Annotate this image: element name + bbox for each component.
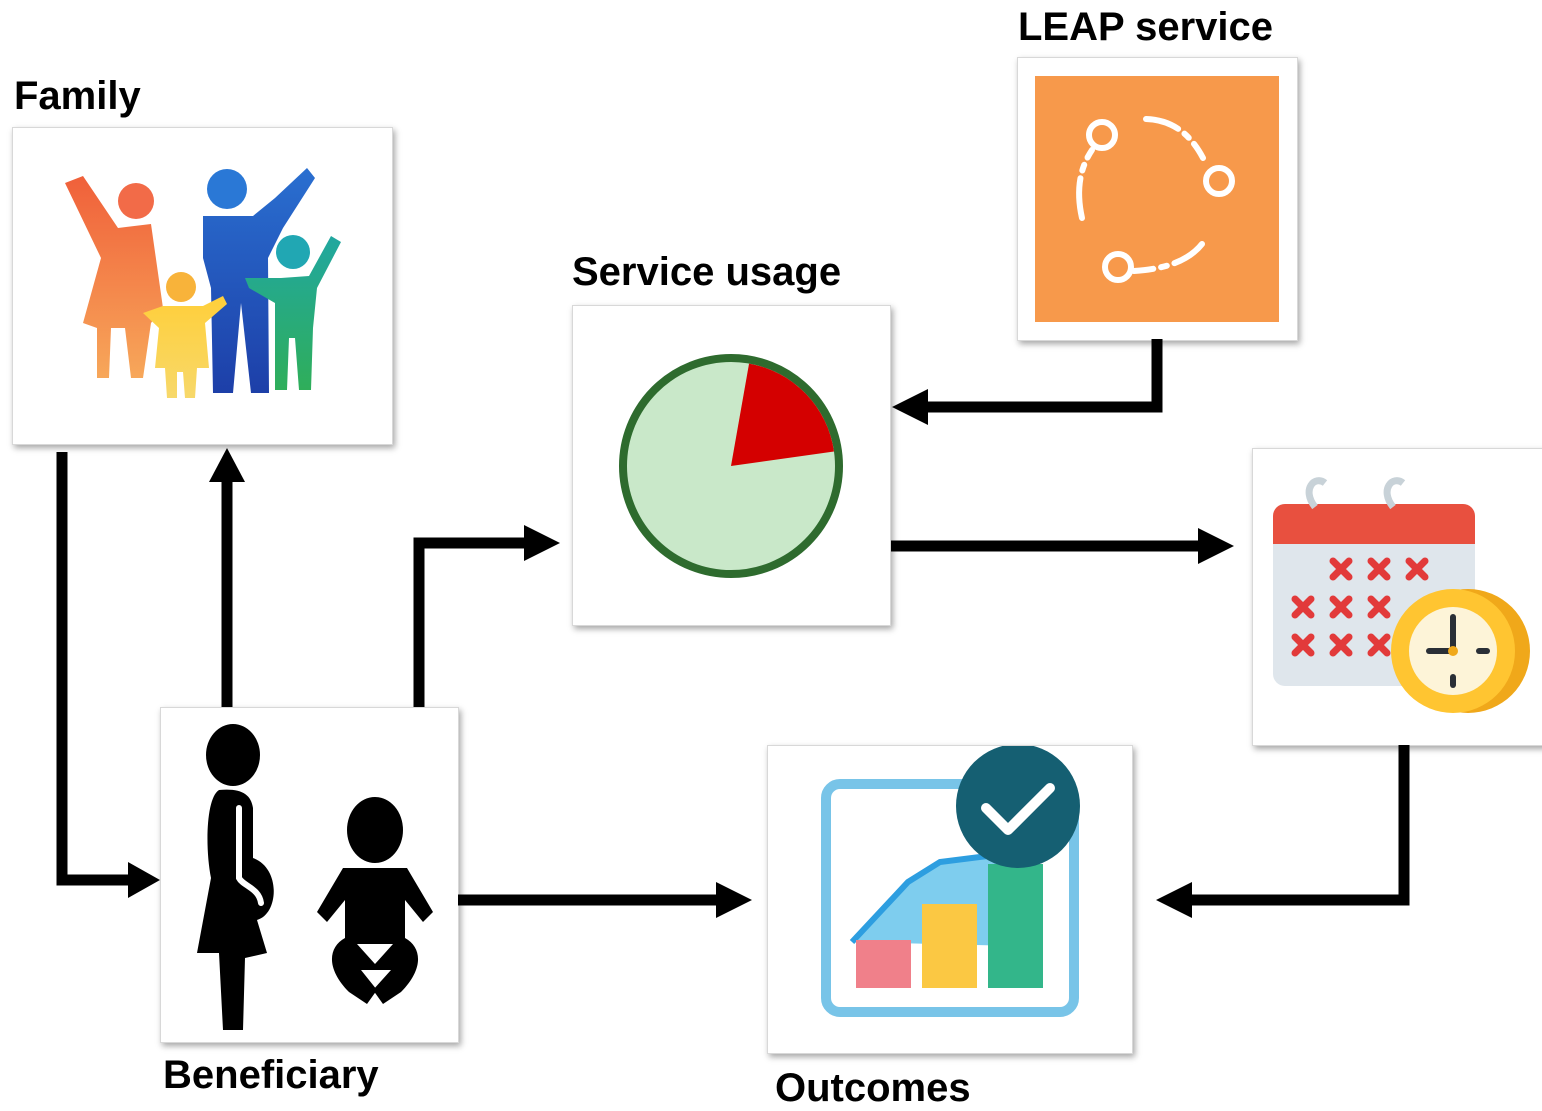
leap-service-label: LEAP service — [1018, 5, 1273, 49]
arrowhead-to-service-usage-right — [892, 389, 928, 425]
arrowhead-to-outcomes-right — [1156, 882, 1192, 918]
family-label: Family — [14, 74, 141, 118]
arrow-beneficiary-to-service-usage — [413, 537, 525, 707]
arrow-schedule-to-outcomes — [1190, 745, 1410, 906]
service-usage-label: Service usage — [572, 250, 842, 294]
family-card — [12, 127, 393, 445]
arrow-family-to-beneficiary — [56, 452, 130, 886]
arrowhead-to-beneficiary — [128, 862, 160, 898]
beneficiary-label: Beneficiary — [163, 1053, 379, 1097]
service-usage-card — [572, 305, 891, 626]
growth-chart-check-icon — [821, 746, 1080, 1017]
usage-pie-slice — [731, 363, 834, 466]
arrowhead-to-family — [209, 448, 245, 482]
beneficiary-card — [160, 707, 459, 1043]
outcomes-label: Outcomes — [775, 1066, 971, 1110]
network-cycle-icon — [1035, 76, 1279, 322]
family-icon — [65, 168, 341, 398]
arrowhead-to-service-usage-left — [524, 525, 560, 561]
outcomes-card — [767, 745, 1133, 1054]
schedule-card — [1252, 448, 1542, 746]
pregnant-woman-baby-icon — [197, 724, 433, 1030]
arrowhead-to-outcomes-left — [716, 882, 752, 918]
arrowhead-to-schedule — [1198, 528, 1234, 564]
leap-service-card — [1017, 57, 1298, 341]
arrow-leap-to-service-usage — [926, 339, 1163, 413]
pie-gauge-icon — [619, 354, 843, 578]
calendar-clock-icon — [1273, 477, 1530, 713]
